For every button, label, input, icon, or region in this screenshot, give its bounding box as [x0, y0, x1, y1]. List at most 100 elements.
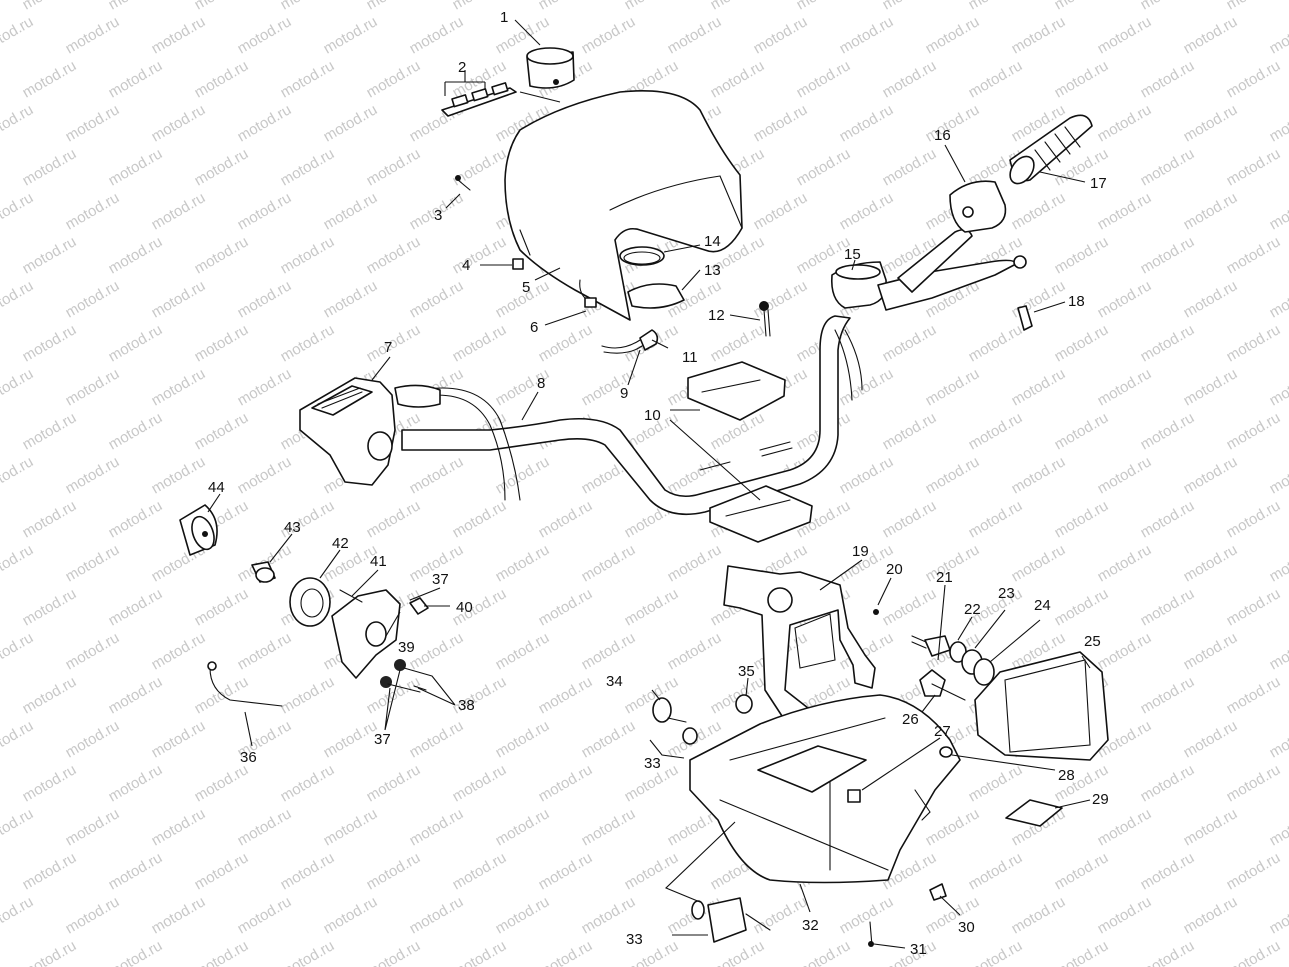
watermark-text: motod.ru	[1181, 629, 1241, 673]
watermark-text: motod.ru	[235, 453, 295, 497]
handlebar-clamp-upper	[687, 361, 786, 421]
watermark-text: motod.ru	[407, 629, 467, 673]
watermark-text: motod.ru	[1224, 937, 1284, 967]
watermark-text: motod.ru	[923, 101, 983, 145]
watermark-text: motod.ru	[235, 277, 295, 321]
watermark-text: motod.ru	[364, 937, 424, 967]
watermark-text: motod.ru	[0, 893, 36, 937]
watermark-text: motod.ru	[751, 277, 811, 321]
label-11: 11	[682, 349, 698, 366]
headlight-pod-cover	[504, 90, 743, 321]
nut-30	[929, 883, 947, 901]
watermark-text: motod.ru	[1138, 409, 1198, 453]
label-21: 21	[936, 569, 953, 586]
watermark-text: motod.ru	[966, 409, 1026, 453]
watermark-text: motod.ru	[1224, 145, 1284, 189]
watermark-text: motod.ru	[192, 57, 252, 101]
watermark-text: motod.ru	[278, 937, 338, 967]
watermark-text: motod.ru	[235, 189, 295, 233]
label-10: 10	[644, 407, 661, 424]
label-35: 35	[738, 663, 755, 680]
watermark-text: motod.ru	[0, 13, 36, 57]
grommet-28	[939, 746, 953, 758]
ring-24	[973, 658, 995, 686]
handlebar	[401, 315, 851, 516]
screw-18	[1017, 305, 1033, 331]
watermark-text: motod.ru	[966, 0, 1026, 13]
watermark-text: motod.ru	[966, 497, 1026, 541]
watermark-text: motod.ru	[1095, 365, 1155, 409]
watermark-text: motod.ru	[794, 145, 854, 189]
label-17: 17	[1090, 175, 1107, 192]
watermark-text: motod.ru	[235, 101, 295, 145]
watermark-text: motod.ru	[1224, 761, 1284, 805]
watermark-text: motod.ru	[923, 365, 983, 409]
watermark-text: motod.ru	[364, 0, 424, 13]
watermark-text: motod.ru	[1052, 57, 1112, 101]
watermark-text: motod.ru	[493, 893, 553, 937]
watermark-text: motod.ru	[493, 541, 553, 585]
watermark-text: motod.ru	[1095, 893, 1155, 937]
label-27: 27	[934, 723, 951, 740]
label-18: 18	[1068, 293, 1085, 310]
watermark-text: motod.ru	[1181, 277, 1241, 321]
watermark-text: motod.ru	[708, 0, 768, 13]
watermark-text: motod.ru	[20, 849, 80, 893]
watermark-text: motod.ru	[364, 497, 424, 541]
switch-34	[652, 697, 687, 723]
watermark-text: motod.ru	[536, 937, 596, 967]
watermark-text: motod.ru	[708, 57, 768, 101]
callout-labels: 1 2 3 4 5 6 7 8 9 10 11 12 13 14 15 16 1…	[208, 9, 1109, 958]
watermark-text: motod.ru	[20, 761, 80, 805]
watermark-text: motod.ru	[450, 849, 510, 893]
watermark-text: motod.ru	[149, 453, 209, 497]
watermark-text: motod.ru	[1267, 805, 1289, 849]
watermark-text: motod.ru	[1224, 673, 1284, 717]
adjuster-26	[919, 669, 966, 701]
label-16: 16	[934, 127, 951, 144]
watermark-text: motod.ru	[837, 453, 897, 497]
watermark-text: motod.ru	[106, 145, 166, 189]
watermark-text: motod.ru	[0, 541, 36, 585]
watermark-text: motod.ru	[192, 409, 252, 453]
watermark-text: motod.ru	[0, 805, 36, 849]
watermark-text: motod.ru	[880, 585, 940, 629]
watermark-text: motod.ru	[0, 365, 36, 409]
watermark-text: motod.ru	[880, 57, 940, 101]
ring-35	[735, 694, 753, 714]
watermark-text: motod.ru	[364, 849, 424, 893]
label-29: 29	[1092, 791, 1109, 808]
watermark-text: motod.ru	[622, 849, 682, 893]
watermark-text: motod.ru	[1009, 453, 1069, 497]
watermark-text: motod.ru	[536, 673, 596, 717]
headlight-ring-13	[627, 283, 685, 309]
watermark-text: motod.ru	[1181, 717, 1241, 761]
watermark-text: motod.ru	[106, 673, 166, 717]
watermark-text: motod.ru	[751, 13, 811, 57]
label-37-lower: 37	[374, 731, 391, 748]
watermark-text: motod.ru	[622, 585, 682, 629]
watermark-text: motod.ru	[149, 277, 209, 321]
screw-31	[868, 921, 874, 947]
label-22: 22	[964, 601, 981, 618]
bulb-socket-21	[911, 635, 951, 657]
label-6: 6	[530, 319, 538, 336]
watermark-text: motod.ru	[278, 321, 338, 365]
watermark-text: motod.ru	[106, 321, 166, 365]
watermark-text: motod.ru	[1181, 189, 1241, 233]
watermark-text: motod.ru	[407, 453, 467, 497]
watermark-text: motod.ru	[837, 365, 897, 409]
watermark-text: motod.ru	[579, 541, 639, 585]
label-37-upper: 37	[432, 571, 449, 588]
label-8: 8	[537, 375, 545, 392]
watermark-text: motod.ru	[407, 893, 467, 937]
watermark-text: motod.ru	[794, 57, 854, 101]
screw-20	[873, 609, 879, 615]
label-15: 15	[844, 246, 861, 263]
watermark-text: motod.ru	[192, 585, 252, 629]
label-20: 20	[886, 561, 903, 578]
watermark-text: motod.ru	[880, 145, 940, 189]
watermark-text: motod.ru	[536, 585, 596, 629]
watermark-text: motod.ru	[536, 0, 596, 13]
watermark-text: motod.ru	[1138, 57, 1198, 101]
